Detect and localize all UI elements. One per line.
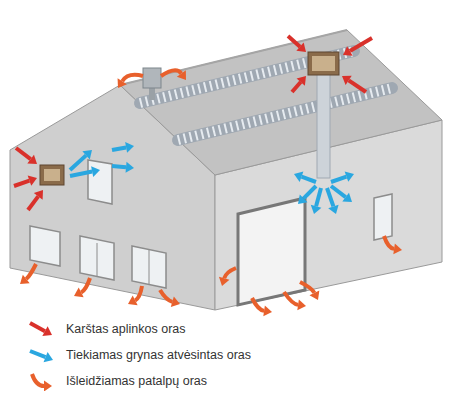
curved-arrow bbox=[26, 264, 36, 279]
window bbox=[88, 160, 112, 204]
legend-row: Išleidžiamas patalpų oras bbox=[24, 368, 251, 394]
arrow-head bbox=[125, 142, 134, 153]
legend-arrow bbox=[24, 371, 58, 391]
roof-duct bbox=[178, 88, 392, 140]
arrow-head bbox=[393, 243, 402, 254]
arrow-shaft bbox=[292, 82, 301, 92]
arrow-head bbox=[91, 166, 100, 177]
curved-arrow bbox=[224, 268, 236, 278]
cooler-pad bbox=[312, 56, 335, 71]
legend-row: Tiekiamas grynas atvėsintas oras bbox=[24, 342, 251, 368]
legend-arrow bbox=[24, 319, 58, 339]
arrow-shaft bbox=[316, 188, 321, 206]
vertical-duct bbox=[317, 74, 330, 178]
legend-text: Tiekiamas grynas atvėsintas oras bbox=[66, 348, 251, 362]
arrow-shaft bbox=[28, 196, 38, 210]
arrow-shaft bbox=[349, 80, 366, 92]
legend-text: Karštas aplinkos oras bbox=[66, 322, 186, 336]
arrow-shaft bbox=[30, 351, 46, 357]
legend-arrow bbox=[24, 345, 58, 365]
window-frame bbox=[97, 243, 98, 276]
curved-arrow bbox=[32, 374, 44, 386]
curved-arrow bbox=[135, 286, 142, 300]
wall-cooler-unit bbox=[40, 165, 64, 185]
arrow-shaft bbox=[112, 166, 126, 167]
arrow-shaft bbox=[288, 36, 300, 47]
arrow-shaft bbox=[30, 323, 45, 331]
legend-row: Karštas aplinkos oras bbox=[24, 316, 251, 342]
arrow-shaft bbox=[16, 148, 31, 159]
window bbox=[30, 226, 60, 266]
arrow-shaft bbox=[331, 186, 346, 197]
curved-arrow bbox=[81, 278, 90, 292]
curved-arrow bbox=[160, 290, 172, 302]
arrow-shaft bbox=[350, 38, 372, 51]
roof bbox=[120, 30, 442, 175]
arrow-shaft bbox=[112, 147, 126, 150]
curved-arrow bbox=[300, 282, 314, 293]
arrow-shaft bbox=[302, 177, 316, 182]
window-frame bbox=[149, 250, 150, 284]
arrow-shaft bbox=[331, 177, 346, 182]
arrow-shaft bbox=[70, 155, 86, 170]
arrow-shaft bbox=[327, 188, 333, 206]
arrow-head bbox=[297, 299, 306, 310]
legend-text: Išleidžiamas patalpų oras bbox=[66, 374, 207, 388]
roof-cooler-unit bbox=[308, 52, 339, 75]
arrow-head bbox=[126, 162, 134, 173]
arrow-shaft bbox=[14, 181, 29, 186]
exhaust-fan-unit bbox=[143, 68, 161, 88]
arrow-shaft bbox=[304, 186, 316, 198]
legend: Karštas aplinkos orasTiekiamas grynas at… bbox=[24, 316, 251, 394]
cooler-pad bbox=[44, 169, 60, 181]
curved-arrow bbox=[161, 70, 181, 76]
window bbox=[80, 236, 114, 280]
window bbox=[374, 194, 392, 240]
curved-arrow bbox=[122, 75, 143, 81]
arrow-head bbox=[263, 305, 272, 316]
door bbox=[238, 198, 305, 305]
curved-arrow bbox=[252, 298, 264, 311]
arrow-head bbox=[44, 381, 52, 392]
air-arrows bbox=[14, 36, 402, 316]
curved-arrow bbox=[384, 236, 394, 249]
duct-spiral bbox=[178, 88, 392, 140]
arrow-shaft bbox=[70, 172, 92, 176]
window bbox=[132, 246, 166, 288]
curved-arrow bbox=[284, 292, 298, 305]
